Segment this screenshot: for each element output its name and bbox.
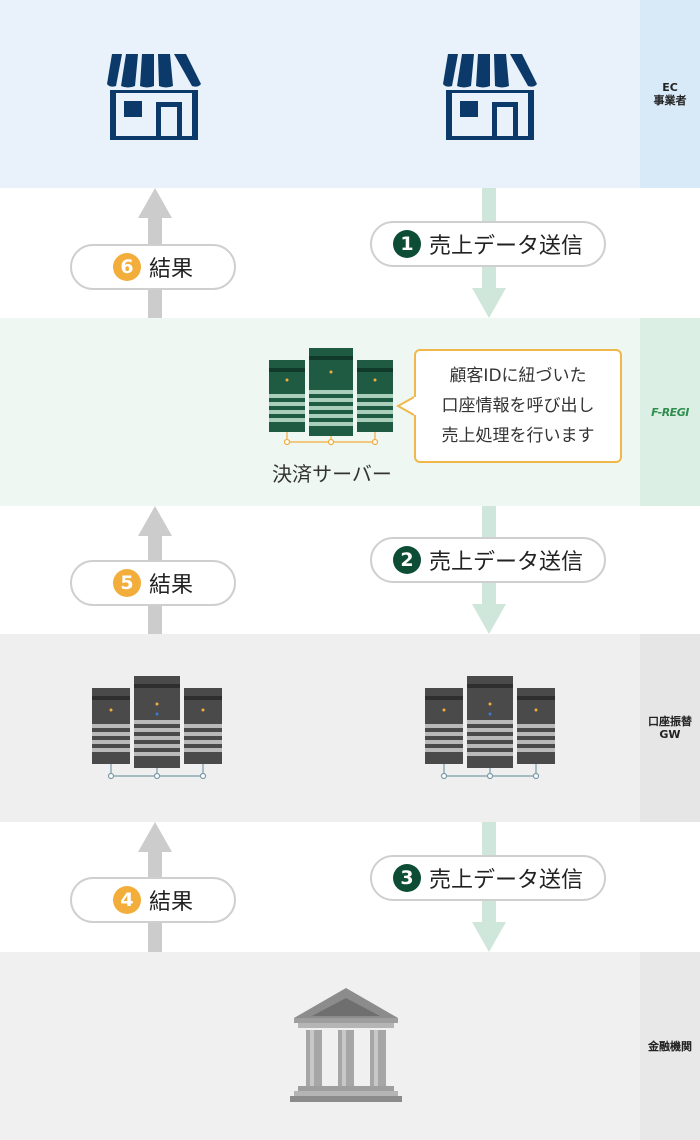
fregi-side-label-box: F-REGI <box>640 318 700 506</box>
server-icon <box>425 676 555 780</box>
step-label: 売上データ送信 <box>428 550 583 575</box>
info-bubble: 顧客IDに紐づいた 口座情報を呼び出し 売上処理を行います <box>414 349 622 463</box>
ec-side-label: EC 事業者 <box>653 81 687 107</box>
step-number-badge: 6 <box>112 253 141 281</box>
step-number-badge: 4 <box>112 886 141 914</box>
step-number-badge: 5 <box>112 569 141 597</box>
store-icon <box>107 54 201 140</box>
bubble-tail-icon <box>396 394 416 418</box>
step-3-send-pill: 3 売上データ送信 <box>370 855 606 901</box>
bubble-line: 顧客IDに紐づいた <box>449 366 587 386</box>
server-icon <box>269 348 393 446</box>
step-label: 売上データ送信 <box>428 234 583 259</box>
bank-side-label: 金融機関 <box>648 1039 692 1053</box>
step-4-result-pill: 4 結果 <box>70 877 236 923</box>
step-6-result-pill: 6 結果 <box>70 244 236 290</box>
payment-server-label: 決済サーバー <box>272 462 392 486</box>
bank-band: 金融機関 <box>0 952 700 1140</box>
gw-side-label: 口座振替 GW <box>648 715 692 741</box>
step-label: 結果 <box>148 890 193 915</box>
step-number-badge: 1 <box>392 230 421 258</box>
server-icon <box>92 676 222 780</box>
bubble-line: 売上処理を行います <box>441 426 595 446</box>
step-label: 結果 <box>148 257 193 282</box>
ec-band-area <box>0 0 640 188</box>
step-number-badge: 2 <box>392 546 421 574</box>
gw-side-label-box: 口座振替 GW <box>640 634 700 822</box>
step-number-badge: 3 <box>392 864 421 892</box>
bank-side-label-box: 金融機関 <box>640 952 700 1140</box>
step-1-send-pill: 1 売上データ送信 <box>370 221 606 267</box>
ec-side-label-box: EC 事業者 <box>640 0 700 188</box>
step-5-result-pill: 5 結果 <box>70 560 236 606</box>
step-label: 売上データ送信 <box>428 868 583 893</box>
bank-icon <box>290 988 402 1102</box>
step-2-send-pill: 2 売上データ送信 <box>370 537 606 583</box>
store-icon <box>443 54 537 140</box>
fregi-logo: F-REGI <box>651 405 689 419</box>
step-label: 結果 <box>148 573 193 598</box>
bubble-line: 口座情報を呼び出し <box>441 396 595 416</box>
